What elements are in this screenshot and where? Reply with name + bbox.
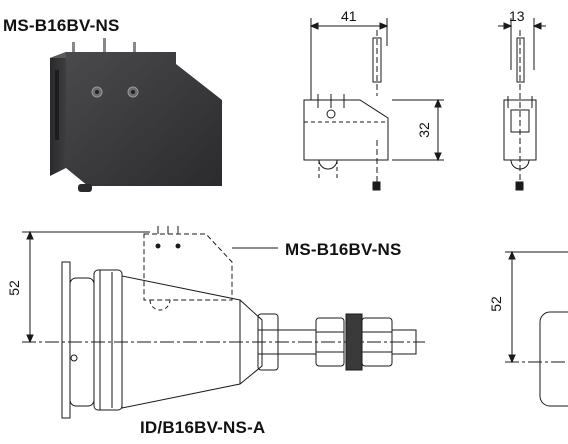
assembly-view: [22, 226, 425, 419]
dim-side-width: 41: [341, 8, 357, 24]
assembly-label: ID/B16BV-NS-A: [140, 418, 266, 437]
right-view: [505, 250, 568, 407]
dim-front-width: 13: [509, 8, 525, 24]
callout-label: MS-B16BV-NS: [285, 240, 402, 259]
side-view: [303, 18, 444, 191]
product-title: MS-B16BV-NS: [3, 16, 120, 35]
front-view: [498, 18, 546, 191]
